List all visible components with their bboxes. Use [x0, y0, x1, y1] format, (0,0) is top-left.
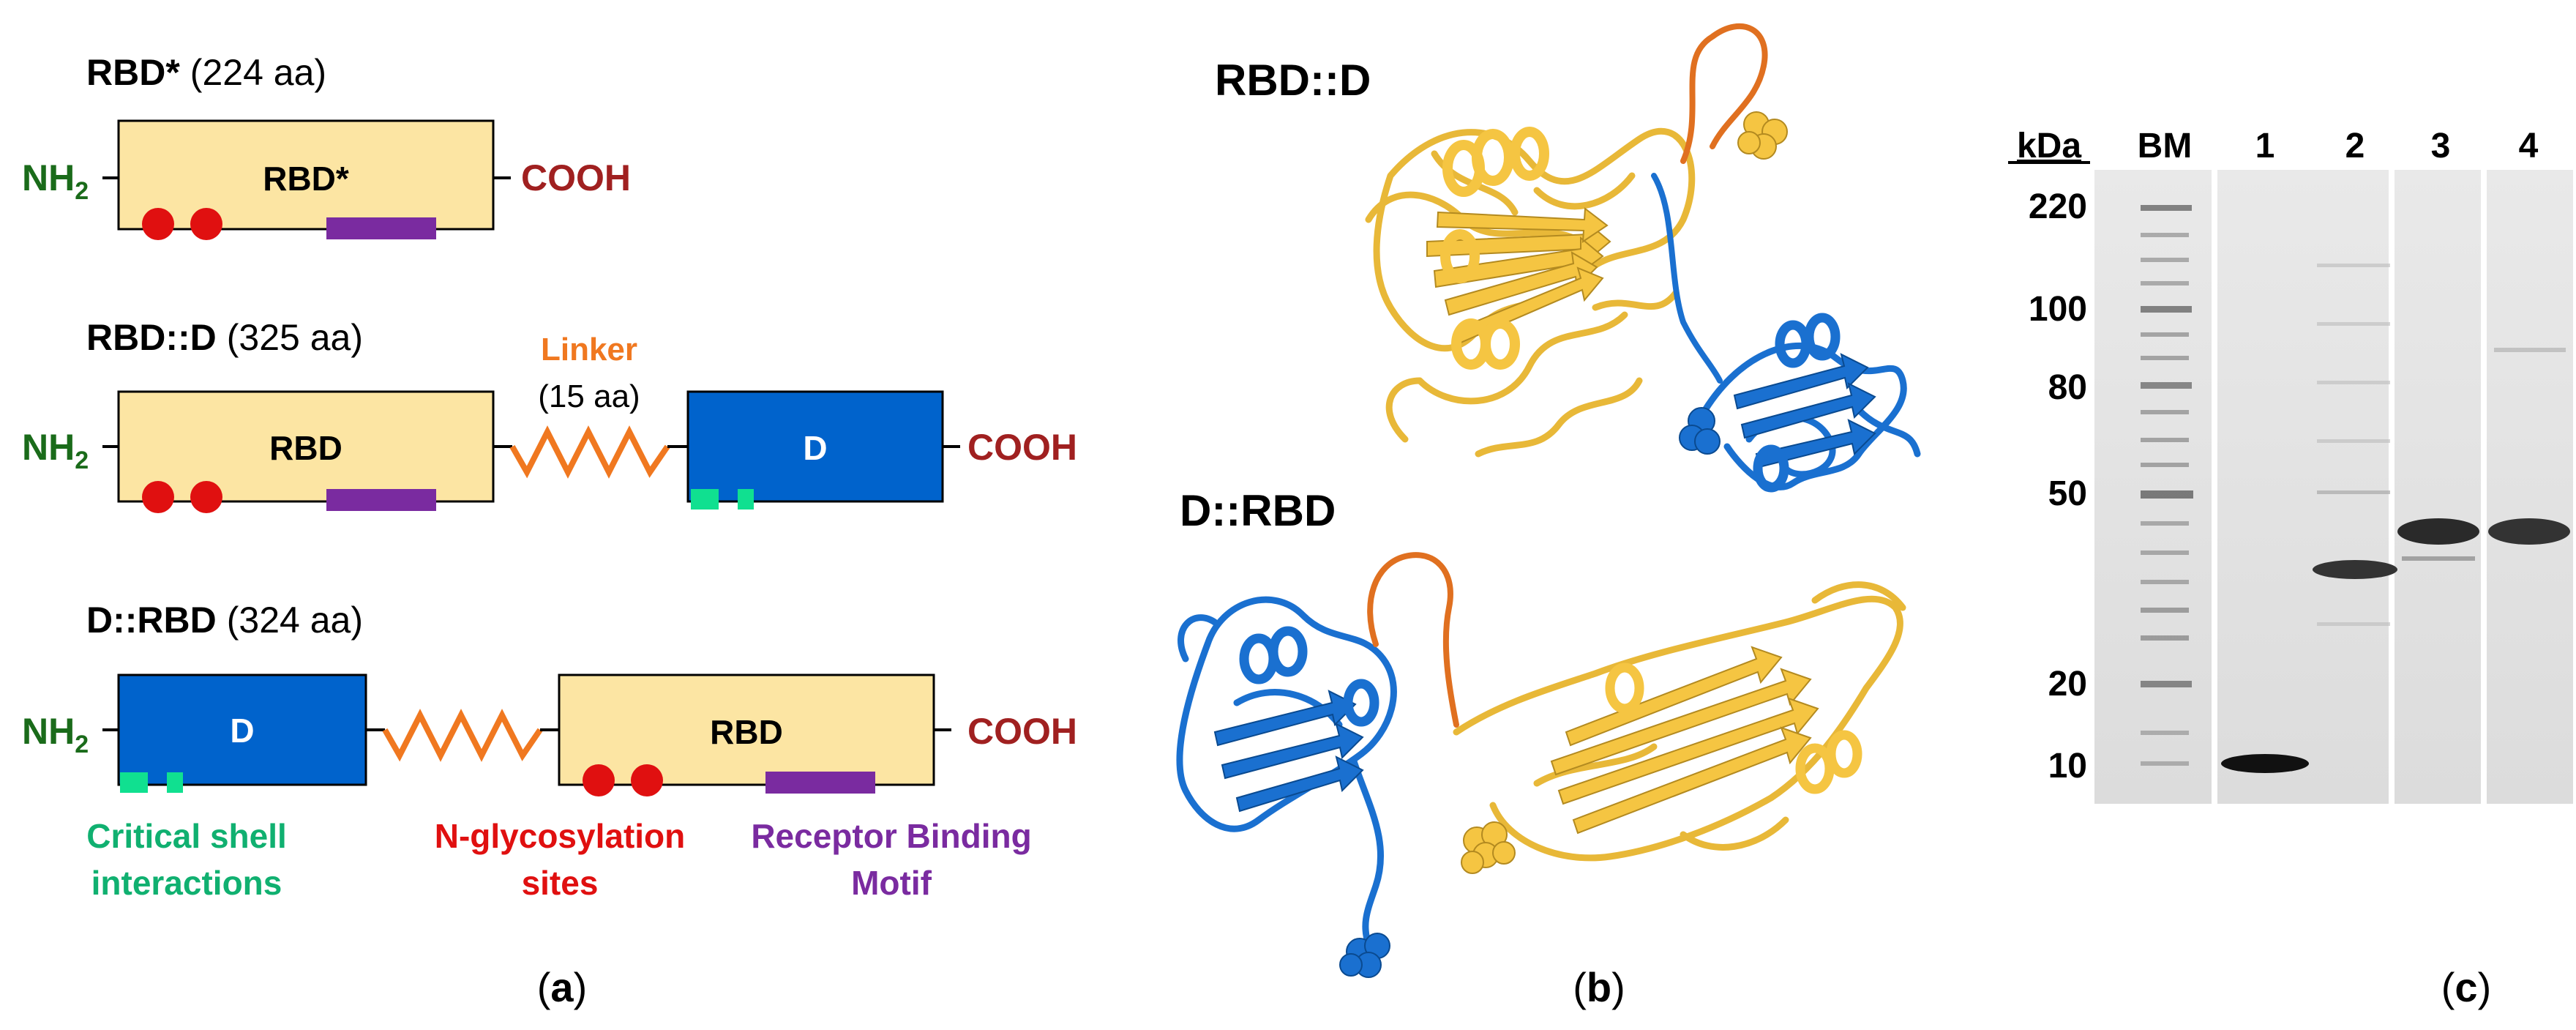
shell-mark-2a — [691, 489, 719, 510]
glyco-site-1a — [142, 208, 174, 240]
construct-2-title: RBD::D(325 aa) — [86, 317, 363, 358]
lane-2-main-band — [2313, 560, 2397, 579]
rbd-box-3 — [558, 673, 935, 786]
kda-label: kDa — [2017, 127, 2081, 165]
structure-bottom-rbd-spheres — [1461, 821, 1516, 874]
structure-bottom-rbd — [1453, 581, 1906, 862]
lane-label-bm: BM — [2138, 127, 2193, 165]
linker-zigzag-3 — [382, 709, 543, 762]
panel-b: RBD::D D::RBD — [1176, 23, 1921, 1010]
glyco-site-3b — [631, 764, 663, 796]
glyco-site-3a — [583, 764, 615, 796]
gel-segment-4 — [2487, 170, 2573, 804]
structure-top-rbd-helices — [1440, 127, 1549, 370]
rbd-box-3-label: RBD — [710, 713, 783, 751]
marker-220: 220 — [2029, 187, 2087, 226]
construct-3-size: (324 aa) — [227, 600, 363, 641]
motif-bar-2 — [326, 489, 436, 511]
gel-segment-1-2 — [2217, 170, 2389, 804]
linker-size: (15 aa) — [538, 378, 640, 414]
legend-motif-line2: Motif — [851, 864, 932, 902]
construct-2-size: (325 aa) — [227, 317, 363, 358]
lane-4-main-band — [2488, 518, 2570, 545]
marker-20: 20 — [2048, 665, 2087, 704]
construct-1-name: RBD* — [86, 52, 180, 93]
glyco-site-2a — [142, 481, 174, 513]
construct-3-title: D::RBD(324 aa) — [86, 600, 363, 641]
structure-top-glyco-spheres — [1737, 111, 1788, 160]
legend-motif-line1: Receptor Binding — [751, 817, 1031, 855]
marker-10: 10 — [2048, 747, 2087, 785]
gel-segment-3 — [2395, 170, 2481, 804]
marker-labels: 220 100 80 50 20 10 — [2029, 187, 2087, 785]
structure-bottom-d — [1176, 596, 1397, 948]
structure-top-d-helices — [1753, 313, 1841, 493]
shell-mark-3b — [167, 772, 183, 793]
lane-3-main-band — [2397, 518, 2479, 545]
construct-2-name: RBD::D — [86, 317, 217, 358]
lane-2-bands — [2313, 264, 2397, 626]
panel-b-top-title: RBD::D — [1215, 56, 1371, 105]
linker-label: Linker — [541, 332, 637, 367]
gel-segment-bm — [2094, 170, 2212, 804]
structure-top-d-spheres — [1679, 407, 1721, 455]
panel-a: RBD*(224 aa) NH2 RBD* COOH RBD::D(325 aa… — [22, 52, 1077, 1010]
rbd-box-2 — [117, 390, 495, 503]
panel-a-label: (a) — [537, 964, 587, 1010]
legend-shell-line1: Critical shell — [86, 817, 287, 855]
panel-b-label: (b) — [1573, 964, 1625, 1010]
nh2-label-3: NH2 — [22, 711, 89, 758]
structure-bottom-d-helices — [1239, 626, 1379, 727]
motif-bar-1 — [326, 217, 436, 239]
lane-3-bands — [2397, 518, 2479, 561]
nh2-label-2: NH2 — [22, 427, 89, 474]
ladder-bands — [2141, 205, 2193, 766]
d-box-2 — [686, 390, 944, 503]
linker-zigzag-2 — [509, 425, 670, 479]
marker-50: 50 — [2048, 474, 2087, 513]
shell-mark-3a — [120, 772, 148, 793]
panel-c-label: (c) — [2441, 964, 2491, 1010]
structure-bottom-d-sheets — [1213, 690, 1364, 813]
structure-bottom-rbd-sheets — [1550, 646, 1819, 835]
lane-label-4: 4 — [2519, 127, 2539, 165]
structure-bottom-d-spheres — [1339, 933, 1390, 978]
rbd-box-2-label: RBD — [269, 429, 342, 467]
marker-100: 100 — [2029, 290, 2087, 329]
lane-label-2: 2 — [2345, 127, 2365, 165]
lane-label-1: 1 — [2255, 127, 2275, 165]
structure-top-linker — [1651, 23, 1768, 384]
structure-bottom-linker — [1367, 552, 1459, 728]
glyco-site-1b — [190, 208, 222, 240]
construct-3-name: D::RBD — [86, 600, 217, 641]
rbd-box-1-label: RBD* — [263, 160, 349, 198]
d-box-2-label: D — [803, 429, 827, 467]
marker-80: 80 — [2048, 368, 2087, 407]
glyco-site-2b — [190, 481, 222, 513]
rbd-box-1 — [117, 119, 495, 231]
lane-4-bands — [2488, 348, 2570, 545]
construct-1-size: (224 aa) — [190, 52, 326, 93]
lane-labels: BM 1 2 3 4 — [2138, 127, 2539, 165]
lane-label-3: 3 — [2431, 127, 2451, 165]
structure-top-d-sheets — [1733, 353, 1876, 469]
cooh-label-1: COOH — [521, 157, 631, 198]
d-box-3 — [117, 673, 367, 786]
motif-bar-3 — [765, 772, 875, 794]
lane-1-band — [2221, 754, 2309, 773]
panel-c: kDa BM 1 2 3 4 220 100 80 50 20 10 — [2008, 127, 2573, 1010]
d-box-3-label: D — [230, 712, 254, 750]
legend-glyco-line2: sites — [522, 864, 599, 902]
cooh-label-2: COOH — [967, 427, 1077, 468]
construct-1-title: RBD*(224 aa) — [86, 52, 326, 93]
legend-shell-line2: interactions — [91, 864, 282, 902]
structure-bottom-rbd-helices — [1605, 663, 1862, 794]
cooh-label-3: COOH — [967, 711, 1077, 752]
legend-glyco-line1: N-glycosylation — [435, 817, 686, 855]
nh2-label-1: NH2 — [22, 157, 89, 205]
shell-mark-2b — [738, 489, 754, 510]
panel-b-bottom-title: D::RBD — [1180, 486, 1336, 535]
